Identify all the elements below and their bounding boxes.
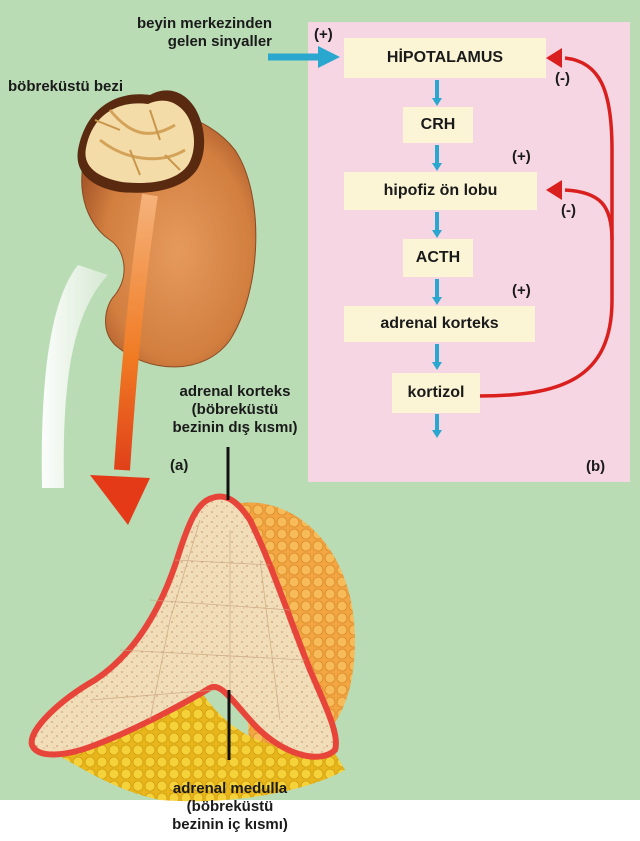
box-hypothalamus: HİPOTALAMUS [344,38,546,78]
cortex-label: adrenal korteks (böbreküstü bezinin dış … [150,383,320,437]
box-cortisol: kortizol [392,373,480,413]
plus-cortex-sign: (+) [512,282,531,299]
signal-label-line1: beyin merkezinden [82,15,272,33]
box-pituitary: hipofiz ön lobu [344,172,537,210]
signal-label: beyin merkezinden gelen sinyaller [82,15,272,51]
bottom-strip [0,800,640,841]
medulla-label-line3: bezinin iç kısmı) [140,816,320,834]
signal-label-line2: gelen sinyaller [82,33,272,51]
panel-b-label: (b) [586,458,605,476]
medulla-label-line2: (böbreküstü [140,798,320,816]
minus-pituitary-sign: (-) [561,202,576,219]
minus-hypothalamus-sign: (-) [555,70,570,87]
adrenal-gland-label: böbreküstü bezi [8,78,123,96]
cortex-label-line1: adrenal korteks [150,383,320,401]
medulla-label-line1: adrenal medulla [140,780,320,798]
medulla-label: adrenal medulla (böbreküstü bezinin iç k… [140,780,320,834]
cortex-label-line3: bezinin dış kısmı) [150,419,320,437]
plus-pituitary-sign: (+) [512,148,531,165]
box-acth: ACTH [403,239,473,277]
panel-a-label: (a) [170,457,188,475]
plus-input-sign: (+) [314,26,333,43]
cortex-label-line2: (böbreküstü [150,401,320,419]
box-adrenal-cortex: adrenal korteks [344,306,535,342]
box-crh: CRH [403,107,473,143]
